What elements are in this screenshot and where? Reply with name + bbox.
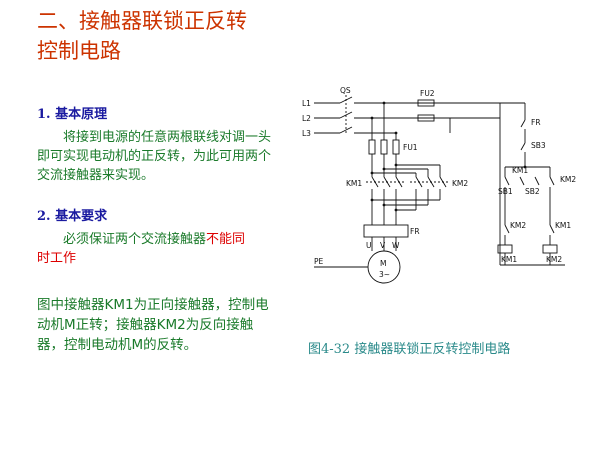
label-L1: L1 [302, 99, 311, 108]
label-M: M [380, 259, 386, 268]
label-PE: PE [314, 257, 324, 266]
label-SB3: SB3 [531, 141, 546, 150]
section-heading-requirement: 2. 基本要求 [37, 209, 108, 224]
label-FU1: FU1 [403, 143, 418, 152]
label-KM2-interlock: KM2 [510, 221, 526, 230]
label-KM2-hold: KM2 [560, 175, 576, 184]
label-KM1-coil: KM1 [501, 255, 517, 264]
label-KM2-coil: KM2 [546, 255, 562, 264]
section-text-principle: 将接到电源的任意两根联线对调一头即可实现电动机的正反转，为此可用两个交流接触器来… [37, 130, 272, 183]
label-SB2: SB2 [525, 187, 540, 196]
label-L2: L2 [302, 114, 311, 123]
diagram-caption: 图4-32 接触器联锁正反转控制电路 [308, 342, 511, 357]
section-text-requirement: 必须保证两个交流接触器不能同时工作 [37, 230, 247, 268]
label-M-phase: 3~ [379, 270, 390, 279]
label-U: U [366, 241, 372, 250]
page-title: 二、接触器联锁正反转 控制电路 [37, 6, 247, 66]
title-line-2: 控制电路 [37, 39, 121, 63]
section-heading-principle: 1. 基本原理 [37, 107, 108, 122]
label-KM1-main: KM1 [346, 179, 362, 188]
label-SB1: SB1 [498, 187, 513, 196]
label-FR-main: FR [410, 227, 420, 236]
label-KM2-main: KM2 [452, 179, 468, 188]
label-V: V [380, 241, 386, 250]
requirement-text: 必须保证两个交流接触器 [63, 232, 207, 247]
label-FU2: FU2 [420, 89, 435, 98]
description-text: 图中接触器KM1为正向接触器，控制电动机M正转；接触器KM2为反向接触器，控制电… [37, 297, 269, 353]
label-KM1-interlock: KM1 [555, 221, 571, 230]
label-FR-ctrl: FR [531, 118, 541, 127]
label-KM1-hold: KM1 [512, 166, 528, 175]
circuit-diagram: L1 L2 L3 QS FU2 FU1 KM1 KM2 FR U V W PE … [302, 86, 576, 284]
label-L3: L3 [302, 129, 311, 138]
label-QS: QS [340, 86, 351, 95]
label-W: W [392, 241, 400, 250]
requirement-highlight: 不能同时工作 [37, 232, 246, 266]
title-line-1: 二、接触器联锁正反转 [37, 9, 247, 33]
